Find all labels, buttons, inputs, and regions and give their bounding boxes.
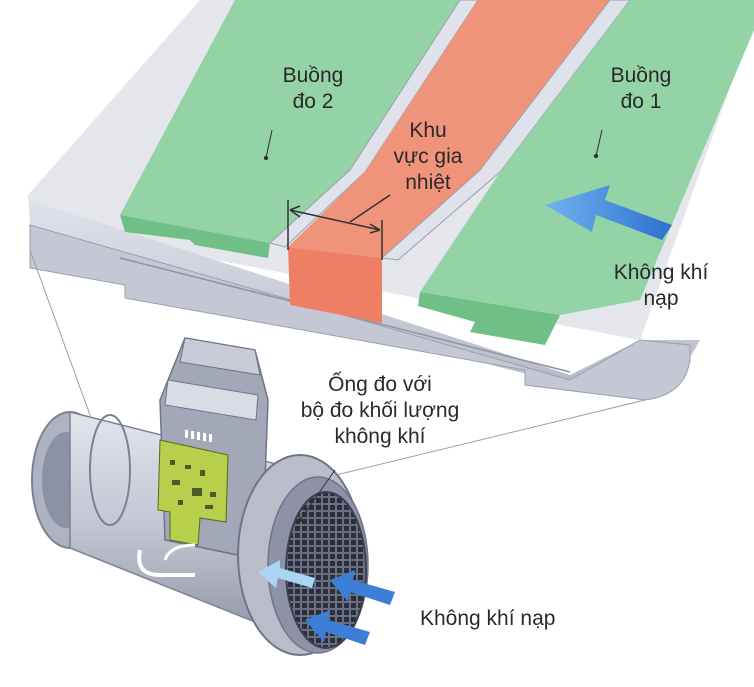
intake-air-arrow-1-icon [330,570,395,605]
rib-right [380,0,631,261]
intake-air-arrow-top-icon [545,185,672,240]
heating-zone [288,0,610,258]
label-measuring-tube: Ống đo với bộ đo khối lượng không khí [285,372,475,450]
label-intake-air-top-line2: nạp [643,287,679,310]
measuring-chamber-2 [120,0,460,243]
label-chamber-2: Buồng đo 2 [268,63,358,115]
label-intake-air-bottom: Không khí nạp [420,607,556,630]
label-heating-zone: Khu vực gia nhiệt [383,118,473,196]
label-intake-air-top: Không khí nạp [596,260,726,312]
label-measuring-tube-line2: bộ đo khối lượng [300,399,460,422]
slab-lower-face [29,224,691,401]
label-chamber-1: Buồng đo 1 [596,63,686,115]
intake-air-arrow-2-icon [305,610,370,645]
label-chamber-1-line1: Buồng [610,64,672,87]
intake-air-arrow-light-icon [258,560,315,588]
chamber-2-front [120,215,270,258]
measuring-chamber-1 [420,0,754,315]
heating-zone-dimension [287,194,391,260]
label-intake-air-top-line1: Không khí [613,261,709,284]
heating-zone-front [288,247,382,323]
label-heating-zone-line2: vực gia [393,145,463,168]
maf-sensor-assembly [31,337,395,656]
chamber-1-front [418,292,560,345]
label-heating-zone-line3: nhiệt [405,171,451,194]
label-chamber-2-line1: Buồng [282,64,344,87]
label-measuring-tube-line1: Ống đo với [328,373,432,396]
label-measuring-tube-line3: không khí [334,425,426,448]
label-chamber-2-line2: đo 2 [292,90,334,113]
sensor-element-section [28,0,754,401]
label-chamber-1-line2: đo 1 [620,90,662,113]
label-heating-zone-line1: Khu [409,119,447,142]
rib-left [268,0,479,248]
